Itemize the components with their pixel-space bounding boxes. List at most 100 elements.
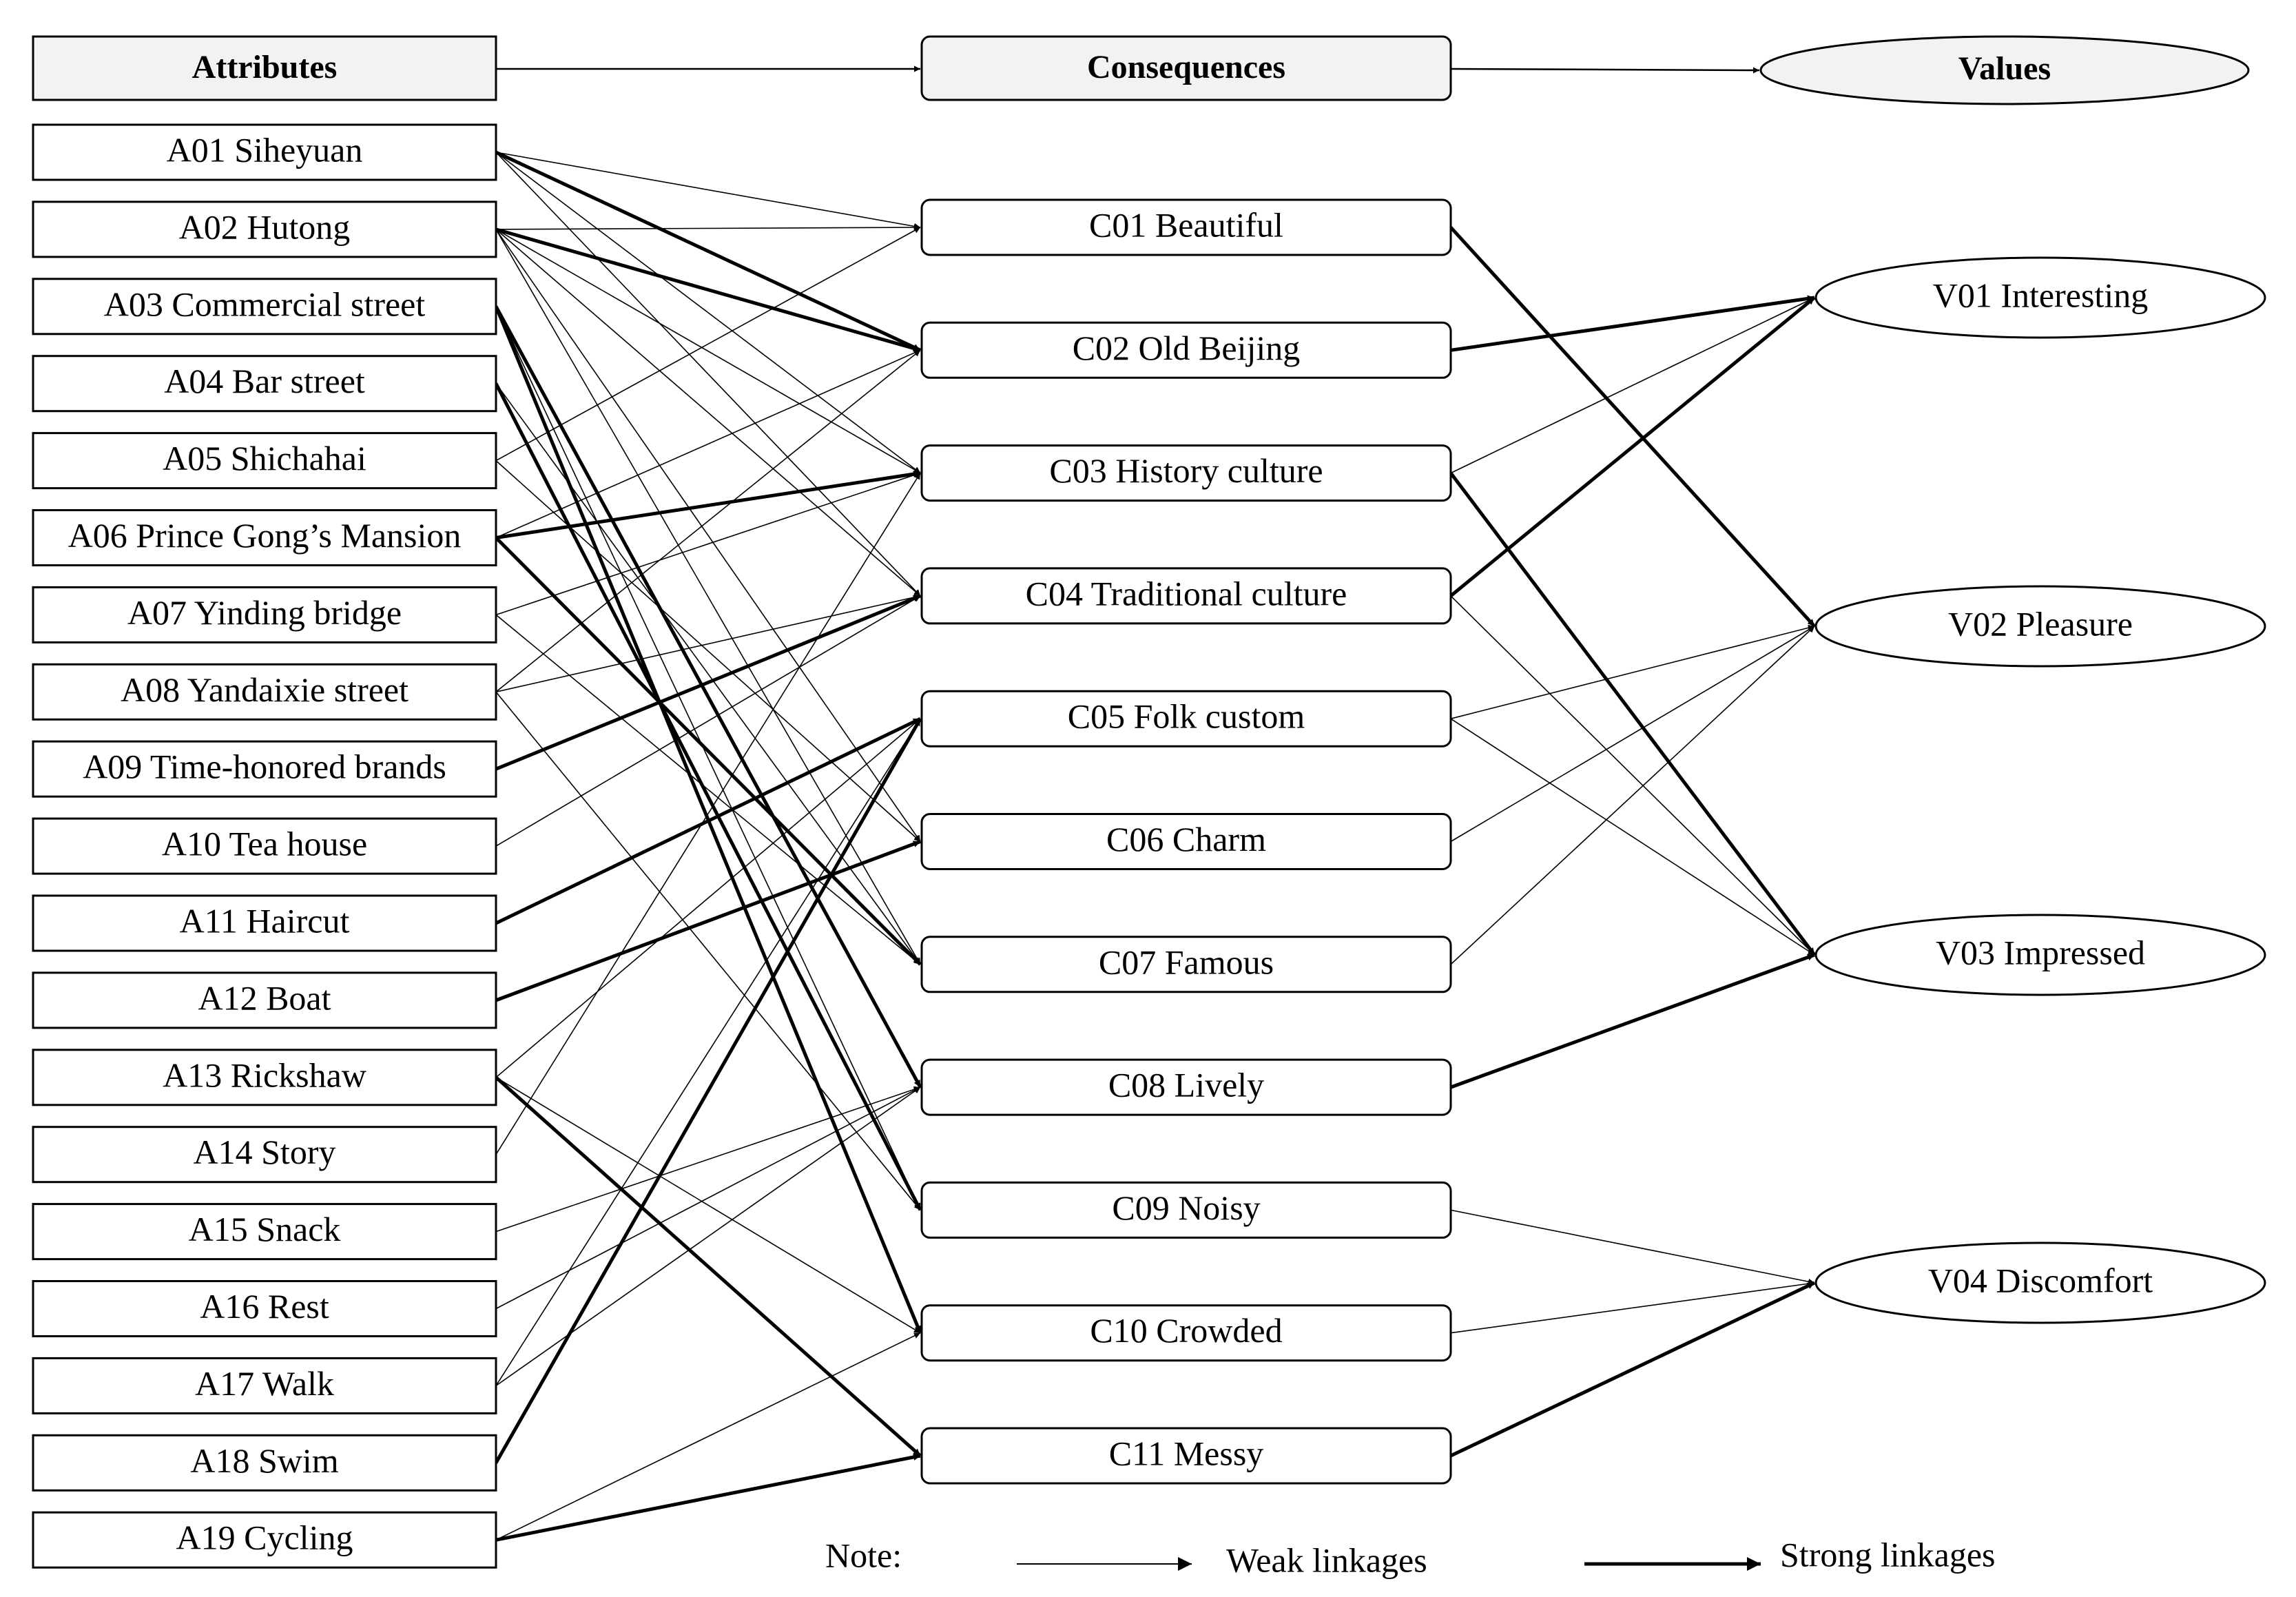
value-label: V03 Impressed: [1936, 933, 2145, 971]
link-strong-c11-v04: [1449, 1281, 1816, 1458]
attribute-label: A19 Cycling: [176, 1518, 353, 1557]
consequence-node-c09: C09 Noisy: [920, 1181, 1452, 1239]
header-arrow-consequences-values: [1450, 67, 1760, 74]
attribute-node-a16: A16 Rest: [32, 1280, 497, 1337]
consequence-label: C01 Beautiful: [1089, 205, 1283, 244]
consequence-label: C05 Folk custom: [1068, 697, 1305, 736]
attribute-node-a09: A09 Time-honored brands: [32, 740, 497, 798]
link-weak-a02-c01: [495, 224, 921, 231]
attribute-box: [32, 817, 497, 875]
attribute-box: [32, 432, 497, 490]
link-weak-c05-v02: [1450, 624, 1815, 719]
attribute-label: A06 Prince Gong’s Mansion: [68, 516, 462, 555]
value-node-v02: V02 Pleasure: [1814, 585, 2266, 668]
consequence-node-c06: C06 Charm: [920, 813, 1452, 870]
link-weak-a06-c02: [495, 349, 921, 539]
attribute-label: A08 Yandaixie street: [121, 670, 408, 709]
attribute-label: A16 Rest: [200, 1287, 329, 1326]
link-strong-a18-c05: [494, 717, 922, 1464]
attribute-box: [32, 278, 497, 336]
link-weak-c05-v03: [1450, 718, 1815, 956]
value-label: V02 Pleasure: [1948, 604, 2133, 643]
link-strong-c03-v03: [1449, 472, 1816, 956]
link-weak-a01-c03: [495, 152, 921, 474]
link-weak-a19-c10: [495, 1332, 921, 1541]
link-weak-a07-c03: [495, 472, 921, 616]
legend-note-label: Note:: [825, 1536, 902, 1574]
link-strong-a02-c02: [495, 227, 921, 352]
link-strong-c02-v01: [1450, 295, 1815, 352]
consequence-box: [920, 936, 1452, 993]
link-strong-a09-c04: [495, 594, 921, 771]
header-row: Attributes Consequences Values: [32, 35, 2250, 105]
attribute-label: A01 Siheyuan: [167, 130, 363, 169]
link-weak-a03-c09: [495, 306, 921, 1210]
consequence-label: C03 History culture: [1049, 451, 1323, 490]
link-weak-c06-v02: [1450, 626, 1815, 843]
attribute-box: [32, 663, 497, 721]
attribute-node-a01: A01 Siheyuan: [32, 123, 497, 181]
attribute-box: [32, 740, 497, 798]
link-weak-a08-c02: [495, 349, 921, 692]
attribute-node-a12: A12 Boat: [32, 971, 497, 1029]
consequence-node-c07: C07 Famous: [920, 936, 1452, 993]
attribute-label: A12 Boat: [198, 978, 331, 1017]
link-strong-a01-c02: [495, 150, 922, 352]
link-weak-a02-c04: [495, 229, 921, 597]
consequences-header: Consequences: [1087, 49, 1285, 85]
value-node-v01: V01 Interesting: [1814, 256, 2266, 339]
consequence-label: C04 Traditional culture: [1026, 574, 1347, 612]
attribute-box: [32, 1203, 497, 1261]
consequence-box: [920, 198, 1452, 256]
value-ellipse: [1814, 256, 2266, 339]
attribute-label: A07 Yinding bridge: [127, 593, 402, 632]
attribute-label: A14 Story: [194, 1133, 336, 1171]
consequence-box: [920, 1058, 1452, 1116]
attribute-label: A09 Time-honored brands: [83, 748, 446, 786]
attribute-box: [32, 1511, 497, 1569]
consequence-label: C11 Messy: [1109, 1434, 1264, 1472]
consequence-label: C07 Famous: [1099, 942, 1274, 981]
attribute-node-a17: A17 Walk: [32, 1357, 497, 1414]
link-weak-a04-c07: [495, 383, 921, 965]
consequence-label: C06 Charm: [1106, 820, 1266, 858]
attribute-box: [32, 1434, 497, 1492]
link-strong-a06-c03: [495, 471, 921, 539]
consequence-node-c01: C01 Beautiful: [920, 198, 1452, 256]
consequence-node-c03: C03 History culture: [920, 444, 1452, 502]
attribute-label: A10 Tea house: [162, 825, 367, 863]
attribute-label: A03 Commercial street: [104, 285, 426, 323]
consequence-node-c04: C04 Traditional culture: [920, 567, 1452, 625]
link-weak-c10-v04: [1450, 1280, 1815, 1334]
attribute-node-a06: A06 Prince Gong’s Mansion: [32, 509, 497, 566]
attributes-header: Attributes: [192, 49, 338, 85]
attribute-box: [32, 894, 497, 952]
link-weak-a05-c06: [495, 460, 921, 843]
attribute-node-a05: A05 Shichahai: [32, 432, 497, 490]
attribute-node-a13: A13 Rickshaw: [32, 1049, 497, 1106]
attribute-label: A04 Bar street: [164, 362, 365, 400]
consequence-label: C09 Noisy: [1112, 1188, 1260, 1227]
value-ellipse: [1814, 1241, 2266, 1324]
link-weak-a13-c05: [495, 718, 921, 1078]
link-weak-a14-c03: [495, 473, 921, 1155]
value-node-v03: V03 Impressed: [1814, 914, 2266, 996]
attribute-label: A15 Snack: [189, 1210, 341, 1248]
attribute-label: A05 Shichahai: [163, 439, 366, 477]
attribute-box: [32, 971, 497, 1029]
consequence-label: C10 Crowded: [1090, 1311, 1282, 1350]
legend-weak-label: Weak linkages: [1226, 1541, 1427, 1579]
attribute-box: [32, 355, 497, 413]
attribute-box: [32, 509, 497, 566]
value-ellipse: [1814, 585, 2266, 668]
consequence-node-c02: C02 Old Beijing: [920, 321, 1452, 379]
attribute-node-a15: A15 Snack: [32, 1203, 497, 1261]
link-weak-c03-v01: [1450, 297, 1815, 474]
attribute-node-a03: A03 Commercial street: [32, 278, 497, 336]
attribute-node-a18: A18 Swim: [32, 1434, 497, 1492]
value-node-v04: V04 Discomfort: [1814, 1241, 2266, 1324]
attribute-box: [32, 1126, 497, 1184]
link-weak-a05-c01: [495, 227, 921, 462]
link-weak-a10-c04: [495, 595, 921, 847]
